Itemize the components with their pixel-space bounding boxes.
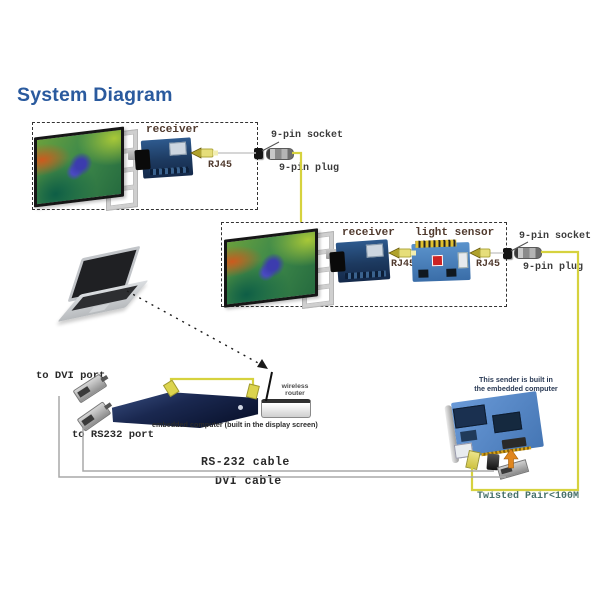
rj45-label-2a: RJ45 bbox=[391, 259, 416, 270]
led-screen-icon bbox=[224, 228, 318, 308]
9-pin-plug-label-2: 9-pin plug bbox=[523, 262, 584, 273]
rs232-cable-label: RS-232 cable bbox=[201, 456, 290, 469]
rj45-label-1: RJ45 bbox=[208, 160, 233, 171]
rs232-connector-icon bbox=[76, 401, 113, 432]
9-pin-socket-label-1: 9-pin socket bbox=[271, 130, 344, 141]
antenna-icon bbox=[265, 371, 273, 402]
rj45-plug-sender-icon bbox=[465, 449, 481, 471]
light-sensor-label: light sensor bbox=[415, 227, 495, 239]
receiver-card-1-icon bbox=[134, 137, 194, 179]
twisted-pair-label: Twisted Pair<100M bbox=[477, 491, 580, 502]
to-dvi-port-label: to DVI port bbox=[36, 370, 106, 382]
light-sensor-card-icon bbox=[411, 239, 471, 283]
display-screen-1-group bbox=[32, 122, 258, 210]
9-pin-socket-1-icon bbox=[254, 148, 263, 159]
receiver-label-1: receiver bbox=[146, 124, 199, 136]
laptop-icon bbox=[57, 245, 152, 328]
led-display-1 bbox=[34, 126, 138, 211]
wireless-router-icon bbox=[261, 399, 311, 418]
to-rs232-port-label: to RS232 port bbox=[72, 429, 154, 441]
receiver-label-2: receiver bbox=[342, 227, 395, 239]
dvi-plug-sender-icon bbox=[496, 459, 530, 480]
wireless-router-label: wireless router bbox=[281, 383, 309, 397]
rj45-label-2b: RJ45 bbox=[476, 259, 501, 270]
9-pin-plug-label-1: 9-pin plug bbox=[279, 163, 340, 174]
9-pin-plug-1-icon bbox=[266, 148, 294, 160]
9-pin-socket-2-icon bbox=[503, 248, 512, 259]
wireless-link-arrowhead bbox=[257, 359, 268, 369]
9-pin-socket-label-2: 9-pin socket bbox=[519, 231, 592, 242]
led-display-2 bbox=[224, 226, 334, 309]
receiver-card-2-icon bbox=[329, 239, 391, 283]
page-title: System Diagram bbox=[17, 84, 173, 106]
led-screen-icon bbox=[34, 126, 124, 208]
9-pin-plug-2-icon bbox=[514, 247, 542, 259]
embedded-computer-label: embedded computer (built in the display … bbox=[152, 420, 318, 429]
dvi-cable-label: DVI cable bbox=[215, 475, 282, 488]
sender-note: This sender is built in the embedded com… bbox=[474, 375, 558, 393]
